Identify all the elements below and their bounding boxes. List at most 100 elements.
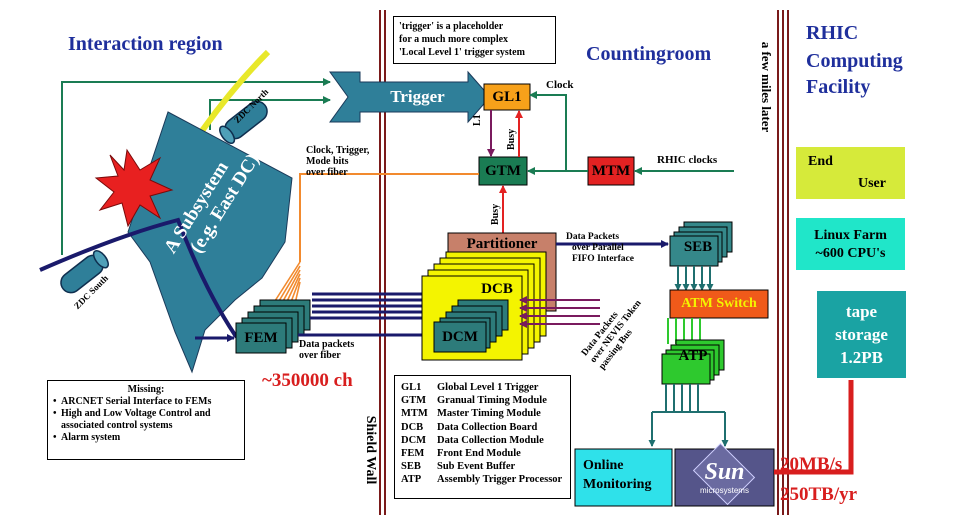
online-monitoring-label: Online Monitoring [575, 456, 672, 494]
zdc-north-cylinder [219, 100, 268, 144]
glossary-text: Data Collection Board [437, 421, 538, 433]
countingroom-title: Countingroom [586, 43, 712, 65]
online-label-line2: Monitoring [583, 477, 652, 492]
busy-gtm-label: Busy [490, 203, 501, 225]
interaction-region-title: Interaction region [68, 33, 223, 55]
glossary-abbr: FEM [401, 448, 425, 460]
glossary-text: Data Collection Module [437, 434, 544, 446]
gtm-box [478, 156, 528, 186]
online-monitoring-box [574, 448, 673, 507]
linux-farm-line1: Linux Farm [814, 228, 887, 243]
data-export-line [774, 380, 854, 475]
glossary-abbr: MTM [401, 408, 428, 420]
trigger-note: 'trigger' is a placeholder for a much mo… [393, 16, 556, 64]
glossary-text: Global Level 1 Trigger [437, 382, 539, 393]
few-miles-wall [777, 10, 789, 515]
rhic-clocks-label: RHIC clocks [657, 154, 718, 166]
glossary-row: MTM Master Timing Module [401, 407, 564, 420]
rate-mb-label: 20MB/s [780, 454, 843, 475]
tape-line2: storage [835, 325, 888, 344]
rate-tb-label: 250TB/yr [780, 484, 858, 505]
atp-label: ATP [678, 348, 708, 364]
channel-count: ~350000 ch [262, 370, 353, 391]
rhic-title-line2: Computing [806, 50, 903, 72]
trigger-note-line3: 'Local Level 1' trigger system [399, 47, 525, 58]
missing-box: Missing: •ARCNET Serial Interface to FEM… [47, 380, 245, 460]
few-miles-label-wrap: a few miles later [756, 25, 776, 155]
clock-trigger-line3: over fiber [306, 167, 348, 178]
data-packets-fiber-line2: over fiber [299, 350, 341, 361]
glossary-abbr: ATP [401, 474, 422, 486]
collision-star [94, 148, 174, 228]
tape-line3: 1.2PB [840, 348, 883, 367]
glossary-abbr: DCB [401, 421, 424, 433]
missing-title: Missing: [127, 384, 165, 395]
busy-gl1-label: Busy [506, 128, 517, 150]
glossary-abbr: DCM [401, 434, 427, 446]
data-packets-fiber-line1: Data packets [299, 339, 355, 350]
missing-item-text: Alarm system [61, 432, 121, 443]
glossary-text: Master Timing Module [437, 408, 541, 420]
parallel-line2: over Parallel [572, 243, 624, 253]
glossary-row: DCM Data Collection Module [401, 434, 564, 447]
gtm-label: GTM [485, 163, 521, 179]
glossary-abbr: GL1 [401, 382, 422, 393]
glossary-abbr: SEB [401, 461, 421, 473]
glossary-text: Front End Module [437, 448, 521, 460]
glossary-abbr: GTM [401, 395, 427, 407]
atp-output-lines [648, 384, 729, 447]
tape-storage-box [817, 291, 906, 378]
shield-wall-label-wrap: Shield Wall [360, 398, 380, 503]
missing-item: •ARCNET Serial Interface to FEMs [53, 396, 212, 407]
linux-farm-label: Linux Farm ~600 CPU's [796, 227, 905, 263]
atm-switch-box [669, 289, 769, 319]
glossary-text: Assembly Trigger Processor [437, 474, 563, 486]
nevis-bus [519, 296, 600, 328]
partitioner-label: Partitioner [466, 236, 538, 252]
clock-trigger-line1: Clock, Trigger, [306, 145, 370, 156]
glossary-row: SEB Sub Event Buffer [401, 460, 564, 473]
dcm-label: DCM [442, 329, 478, 345]
seb-stack [669, 221, 733, 267]
end-user-line2: User [858, 176, 886, 191]
l1-label: L1 [472, 114, 483, 126]
gl1-label: GL1 [492, 89, 522, 105]
seb-label: SEB [683, 239, 713, 255]
shield-wall-label: Shield Wall [363, 415, 378, 485]
missing-item-text: ARCNET Serial Interface to FEMs [61, 396, 212, 407]
dcm-stack [433, 299, 509, 353]
clock-trigger-line2: Mode bits [306, 156, 349, 167]
atm-switch-label: ATM Switch [681, 296, 757, 311]
few-miles-label: a few miles later [759, 41, 774, 133]
fiber-line [299, 173, 479, 262]
rhic-title-line3: Facility [806, 76, 871, 98]
zdc-south-cylinder [60, 250, 109, 294]
tape-line1: tape [845, 302, 878, 321]
glossary-row: GL1 Global Level 1 Trigger [401, 381, 564, 394]
mtm-box [587, 156, 635, 186]
clock-label: Clock [546, 79, 574, 91]
fem-stack [235, 299, 311, 354]
sun-logo-text: Sun [704, 459, 745, 485]
linux-farm-box [796, 218, 905, 270]
rhic-title-line1: RHIC [806, 22, 859, 44]
end-user-box [796, 147, 905, 199]
parallel-line1: Data Packets [566, 232, 620, 242]
clock-trigger-label: Clock, Trigger, Mode bits over fiber [306, 145, 369, 178]
parallel-line3: FIFO Interface [572, 254, 634, 264]
linux-farm-line2: ~600 CPU's [815, 246, 886, 261]
data-packets-fiber-label: Data packets over fiber [299, 339, 354, 361]
trigger-note-line1: 'trigger' is a placeholder [399, 21, 504, 32]
dcb-label: DCB [481, 281, 513, 297]
sun-logo-subtext: microsystems [700, 486, 749, 495]
missing-item: •Alarm system [53, 432, 121, 443]
online-label-line1: Online [583, 458, 624, 473]
subsystem-detector [127, 111, 293, 374]
glossary-text: Sub Event Buffer [437, 461, 516, 473]
trigger-note-line2: for a much more complex [399, 34, 509, 45]
glossary-row: ATP Assembly Trigger Processor [401, 473, 564, 486]
seb-atm-lines [674, 266, 714, 291]
